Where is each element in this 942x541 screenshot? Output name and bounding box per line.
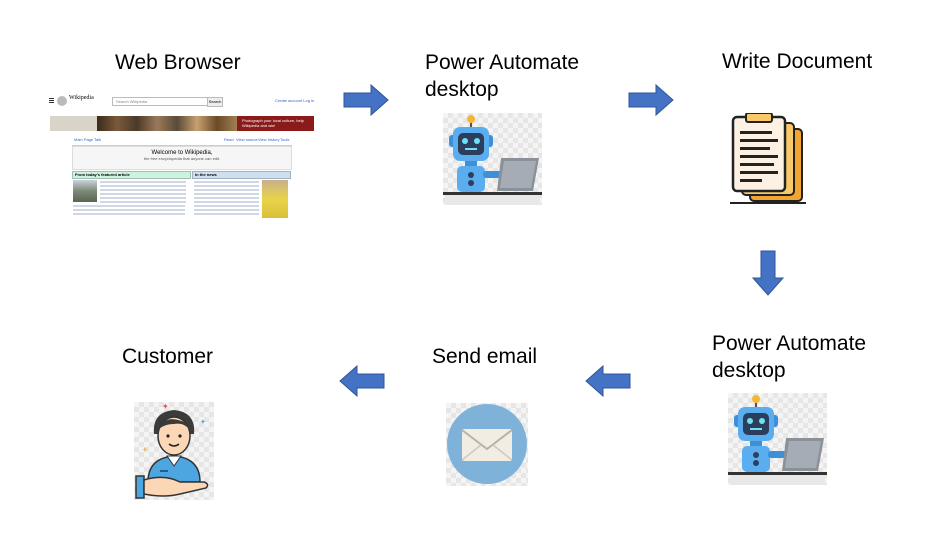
wiki-welcome-sub: the free encyclopedia that anyone can ed… <box>143 156 221 161</box>
wiki-welcome-box: Welcome to Wikipedia, the free encyclope… <box>72 146 292 170</box>
robot-laptop-icon <box>443 113 542 205</box>
robot-laptop-icon <box>728 393 827 485</box>
svg-text:✦: ✦ <box>200 418 206 426</box>
wiki-brand: Wikipedia <box>69 95 94 101</box>
svg-text:✦: ✦ <box>142 446 148 454</box>
wikipedia-globe-icon <box>57 96 67 106</box>
wiki-banner-text: Photograph your local culture, help Wiki… <box>242 118 304 128</box>
customer-hand-icon: ✦ ✦ ✦ <box>134 402 214 500</box>
document-icon <box>728 112 806 205</box>
wiki-banner-logo <box>50 116 97 131</box>
wiki-tab-tools: Tools <box>280 137 290 142</box>
arrow-left-icon <box>585 365 631 397</box>
email-envelope-icon <box>446 403 528 486</box>
arrow-right-icon <box>628 84 674 116</box>
wiki-featured-text <box>100 181 186 205</box>
wiki-tabs: Main Page Talk Read View source View his… <box>72 137 292 146</box>
label-customer: Customer <box>122 345 214 368</box>
wiki-tab-talk: Talk <box>94 137 102 142</box>
wiki-news-text <box>194 181 259 217</box>
wiki-search-button: Search <box>207 97 223 107</box>
wiki-featured-text-2 <box>73 205 185 217</box>
wiki-news-image <box>262 180 288 218</box>
wiki-header: Wikipedia Search Wikipedia Search Create… <box>47 94 317 108</box>
wiki-welcome-title: Welcome to Wikipedia, <box>151 150 213 156</box>
menu-icon <box>49 98 54 99</box>
label-send-email: Send email <box>432 345 538 368</box>
wiki-featured-image <box>73 180 97 202</box>
wiki-featured-header: From today's featured article <box>72 171 191 179</box>
wiki-banner-photos <box>97 116 237 131</box>
label-power-automate-2: Power Automate desktop <box>712 332 867 382</box>
svg-text:✦: ✦ <box>162 402 169 411</box>
arrow-left-icon <box>339 365 385 397</box>
arrow-right-icon <box>343 84 389 116</box>
arrow-down-icon <box>752 250 784 296</box>
wiki-tab-main: Main Page <box>74 137 94 142</box>
wiki-search-input: Search Wikipedia <box>112 97 209 106</box>
wiki-tab-read: Read <box>224 137 234 142</box>
wiki-tab-source: View source <box>236 137 258 142</box>
wiki-news-header: In the news <box>192 171 291 179</box>
label-power-automate-1: Power Automate desktop <box>425 51 580 101</box>
wikipedia-screenshot: Wikipedia Search Wikipedia Search Create… <box>47 94 317 224</box>
label-write-document: Write Document <box>722 50 873 73</box>
label-web-browser: Web Browser <box>115 51 241 74</box>
wiki-tab-history: View history <box>258 137 280 142</box>
wiki-account-links: Create account Log in <box>275 98 315 103</box>
